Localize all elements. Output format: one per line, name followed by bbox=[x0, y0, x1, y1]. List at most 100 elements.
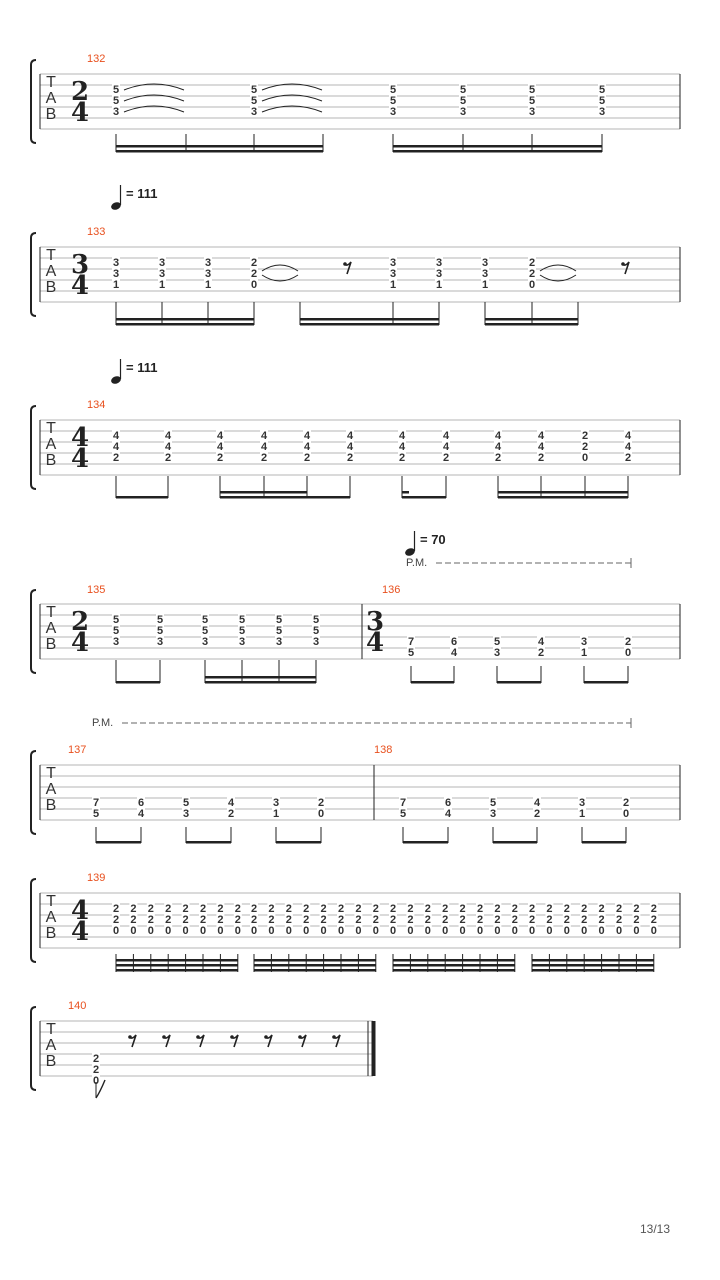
fret-number: 2 bbox=[582, 430, 588, 442]
tie-arc bbox=[539, 264, 577, 272]
fret-number: 2 bbox=[268, 903, 274, 915]
fret-number: 0 bbox=[303, 925, 309, 937]
tab-clef-letter: B bbox=[46, 636, 57, 653]
fret-number: 1 bbox=[436, 279, 442, 291]
fret-number: 2 bbox=[373, 903, 379, 915]
fret-bg bbox=[346, 440, 354, 451]
eighth-rest-dot bbox=[162, 1035, 166, 1039]
fret-bg bbox=[476, 913, 484, 924]
fret-bg bbox=[112, 613, 120, 624]
beam bbox=[254, 969, 376, 972]
fret-number: 2 bbox=[183, 903, 189, 915]
beam bbox=[116, 681, 160, 684]
fret-bg bbox=[398, 429, 406, 440]
fret-number: 0 bbox=[477, 925, 483, 937]
fret-bg bbox=[494, 451, 502, 462]
fret-bg bbox=[275, 613, 283, 624]
fret-bg bbox=[284, 913, 293, 924]
fret-number: 5 bbox=[529, 95, 535, 107]
eighth-flag-icon bbox=[95, 1079, 106, 1099]
fret-number: 2 bbox=[582, 441, 588, 453]
fret-number: 0 bbox=[165, 925, 171, 937]
fret-bg bbox=[284, 924, 293, 935]
fret-number: 3 bbox=[113, 636, 119, 648]
fret-number: 2 bbox=[546, 914, 552, 926]
fret-bg bbox=[233, 913, 242, 924]
fret-bg bbox=[112, 429, 120, 440]
fret-bg bbox=[481, 278, 489, 289]
fret-number: 4 bbox=[217, 430, 224, 442]
beam bbox=[116, 496, 168, 499]
fret-number: 5 bbox=[157, 625, 163, 637]
fret-number: 5 bbox=[408, 647, 414, 659]
beam bbox=[300, 318, 439, 321]
fret-bg bbox=[562, 913, 571, 924]
fret-bg bbox=[510, 924, 519, 935]
fret-number: 2 bbox=[321, 903, 327, 915]
fret-number: 2 bbox=[286, 903, 292, 915]
fret-number: 2 bbox=[217, 452, 223, 464]
fret-bg bbox=[112, 624, 120, 635]
tie-arc bbox=[261, 274, 299, 282]
tie-arc bbox=[123, 83, 185, 91]
fret-bg bbox=[284, 902, 293, 913]
fret-number: 3 bbox=[251, 106, 257, 118]
fret-bg bbox=[216, 429, 224, 440]
fret-number: 2 bbox=[228, 808, 234, 820]
fret-number: 5 bbox=[313, 614, 319, 626]
time-signature-top: 4 bbox=[71, 896, 89, 926]
fret-bg bbox=[578, 796, 586, 807]
fret-number: 3 bbox=[183, 808, 189, 820]
fret-number: 2 bbox=[512, 903, 518, 915]
fret-number: 5 bbox=[599, 84, 605, 96]
fret-number: 5 bbox=[113, 95, 119, 107]
measure-number: 134 bbox=[87, 399, 105, 411]
fret-number: 3 bbox=[494, 647, 500, 659]
fret-bg bbox=[303, 451, 311, 462]
fret-number: 2 bbox=[390, 903, 396, 915]
fret-number: 2 bbox=[235, 914, 241, 926]
tempo-marking: = 111 bbox=[126, 360, 157, 375]
fret-bg bbox=[545, 902, 554, 913]
beam bbox=[116, 145, 323, 148]
fret-bg bbox=[441, 902, 450, 913]
system-bracket bbox=[30, 589, 37, 674]
fret-number: 2 bbox=[599, 914, 605, 926]
fret-bg bbox=[389, 924, 397, 935]
fret-bg bbox=[476, 924, 484, 935]
measure-number: 137 bbox=[68, 744, 86, 756]
fret-bg bbox=[442, 440, 450, 451]
fret-bg bbox=[624, 635, 632, 646]
fret-number: 2 bbox=[251, 268, 257, 280]
fret-number: 6 bbox=[445, 797, 451, 809]
fret-bg bbox=[450, 635, 458, 646]
tab-clef-letter: A bbox=[46, 90, 57, 107]
system-bracket bbox=[30, 878, 37, 963]
fret-number: 2 bbox=[538, 647, 544, 659]
fret-number: 4 bbox=[261, 441, 268, 453]
beam bbox=[300, 323, 439, 326]
fret-number: 4 bbox=[443, 441, 450, 453]
fret-bg bbox=[216, 451, 224, 462]
fret-bg bbox=[580, 902, 589, 913]
fret-number: 3 bbox=[436, 257, 442, 269]
fret-bg bbox=[494, 440, 502, 451]
fret-number: 2 bbox=[261, 452, 267, 464]
fret-number: 5 bbox=[183, 797, 189, 809]
tempo-marking: = 111 bbox=[126, 186, 157, 201]
fret-number: 3 bbox=[390, 257, 396, 269]
time-signature-bottom: 4 bbox=[71, 271, 89, 301]
fret-bg bbox=[389, 256, 397, 267]
fret-bg bbox=[476, 902, 484, 913]
fret-bg bbox=[615, 902, 623, 913]
fret-number: 0 bbox=[217, 925, 223, 937]
fret-number: 5 bbox=[113, 84, 119, 96]
fret-number: 2 bbox=[148, 914, 154, 926]
fret-bg bbox=[489, 796, 497, 807]
fret-number: 5 bbox=[494, 636, 500, 648]
fret-number: 5 bbox=[460, 84, 466, 96]
fret-number: 7 bbox=[93, 797, 99, 809]
fret-number: 4 bbox=[538, 441, 545, 453]
fret-bg bbox=[389, 913, 397, 924]
fret-number: 2 bbox=[318, 797, 324, 809]
